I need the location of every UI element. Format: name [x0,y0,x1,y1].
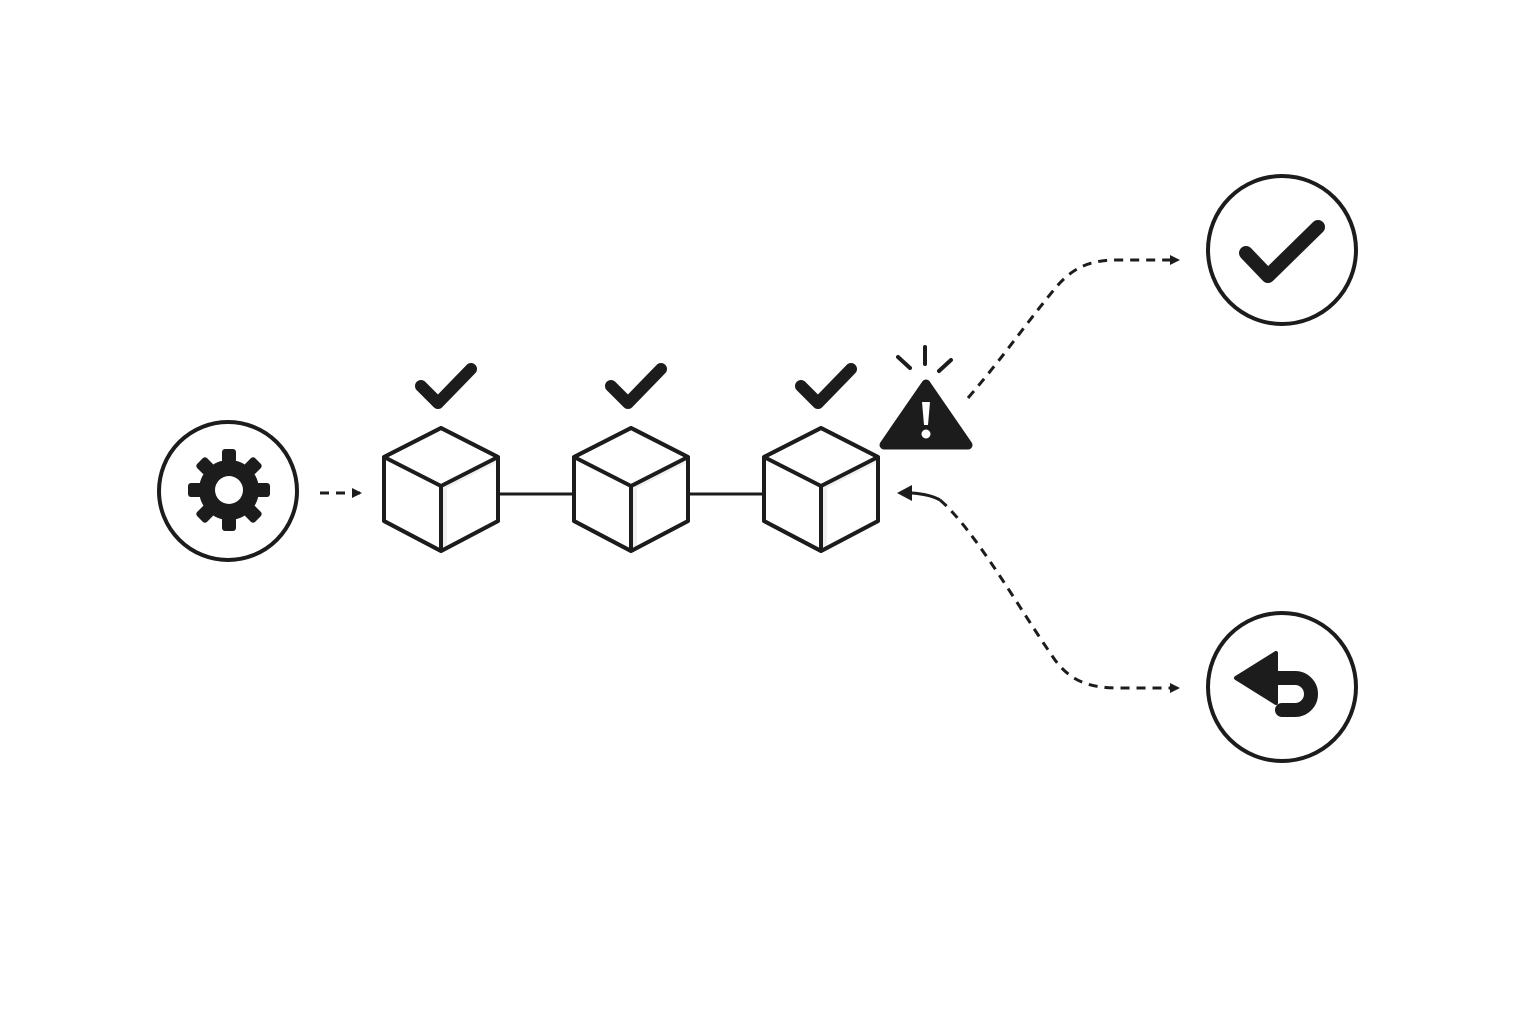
rollback-return-stub [911,491,941,502]
cube-icon [572,426,690,553]
outcome-success[interactable] [1206,174,1358,326]
rollback-return-arrowhead [897,485,912,501]
stage-1[interactable] [382,363,500,553]
alert-node[interactable] [879,345,973,450]
success-arrow [966,255,1180,399]
rollback-arrow [939,498,1180,693]
check-icon [1239,220,1325,283]
check-icon [415,363,477,409]
cube-icon [382,426,500,553]
gear-icon [188,449,270,531]
start-node[interactable] [157,420,299,562]
stage-2[interactable] [572,363,690,553]
stage-3[interactable] [762,363,880,553]
alert-rays [896,345,953,373]
check-icon [795,363,857,409]
outcome-rollback[interactable] [1206,611,1358,763]
cube-icon [762,426,880,553]
warning-triangle-icon [879,379,973,450]
check-icon [605,363,667,409]
undo-arrow-icon [1234,651,1318,717]
